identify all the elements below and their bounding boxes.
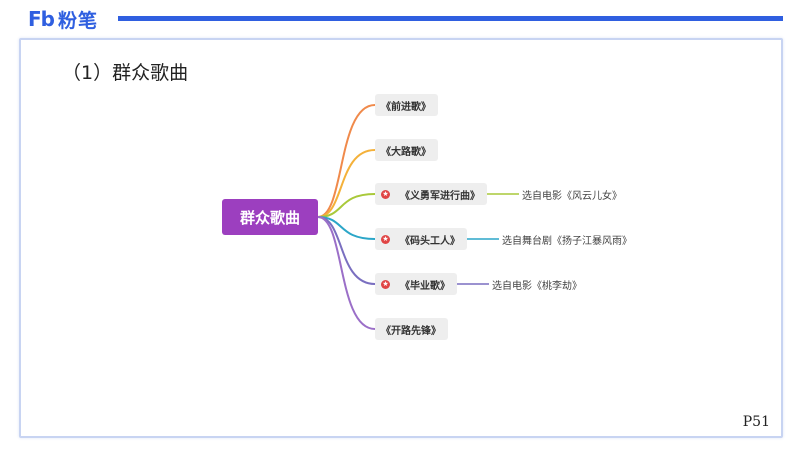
mindmap-note: 选自电影《风云儿女》 [522,191,622,202]
mindmap-leaf-label: 《码头工人》 [400,235,460,247]
mindmap-leaf-node: 《前进歌》 [375,94,438,116]
mindmap-leaf-node: 《开路先锋》 [375,318,448,340]
header-rule [118,16,783,21]
mindmap-branch-line [317,193,376,218]
mindmap-center-node: 群众歌曲 [222,199,318,235]
mindmap-branch-line [317,216,376,330]
mindmap-leaf-label: 《毕业歌》 [400,280,450,292]
mindmap-note: 选自舞台剧《扬子江暴风雨》 [502,236,632,247]
brand-name: 粉笔 [57,9,98,32]
mindmap-leaf-label: 《前进歌》 [381,101,431,113]
brand-logo: Fb 粉笔 [28,6,98,32]
mindmap-leaf-label: 《义勇军进行曲》 [400,190,480,202]
mindmap-leaf-node: ★ 《毕业歌》 [375,273,457,295]
mindmap-branch-line [317,149,376,218]
portrait-image [74,120,200,298]
mindmap-branch-line [317,104,376,218]
page-number: P51 [742,414,770,430]
mindmap-leaf-label: 《开路先锋》 [381,325,441,337]
mindmap-leaf-node: 《大路歌》 [375,139,438,161]
mindmap-leaf-label: 《大路歌》 [381,146,431,158]
star-icon: ★ [381,234,390,244]
mindmap-note: 选自电影《桃李劫》 [492,281,582,292]
star-icon: ★ [381,279,390,289]
brand-mark: Fb [28,7,55,31]
mindmap-branch-line [317,216,376,240]
mindmap-branch-line [317,216,376,285]
mindmap-leaf-node: ★ 《义勇军进行曲》 [375,183,487,205]
mindmap-leaf-node: ★ 《码头工人》 [375,228,467,250]
section-title: （1）群众歌曲 [62,62,189,84]
star-icon: ★ [381,189,390,199]
